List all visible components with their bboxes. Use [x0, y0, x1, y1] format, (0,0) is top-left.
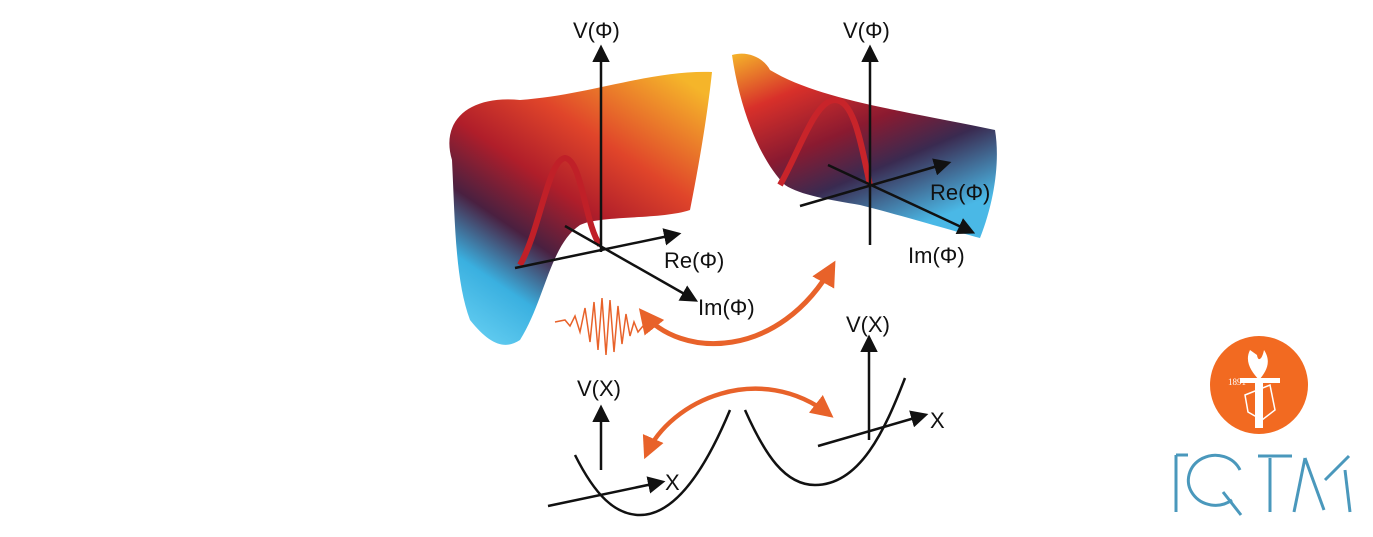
potential-surface-right [732, 53, 997, 238]
potential-surface-left [449, 71, 712, 345]
re-phi-label: Re(Φ) [664, 248, 724, 273]
axes-bottom-left [547, 404, 732, 517]
re-phi-label: Re(Φ) [930, 180, 990, 205]
v-x-label: V(X) [846, 312, 890, 337]
im-phi-label: Im(Φ) [908, 243, 965, 268]
x-label: X [665, 470, 680, 495]
caltech-seal-logo: 1891 [1210, 336, 1308, 434]
v-phi-label: V(Φ) [843, 18, 890, 43]
v-x-label: V(X) [577, 376, 621, 401]
x-label: X [930, 408, 945, 433]
axes-top-right [799, 44, 976, 245]
iqim-logo [1174, 453, 1352, 516]
svg-text:1891: 1891 [1228, 377, 1246, 387]
v-phi-label: V(Φ) [573, 18, 620, 43]
im-phi-label: Im(Φ) [698, 295, 755, 320]
transition-arrow-top [638, 260, 836, 347]
wave-packet [554, 297, 651, 356]
transition-arrow-bottom [642, 386, 834, 460]
axes-bottom-right [743, 334, 929, 487]
